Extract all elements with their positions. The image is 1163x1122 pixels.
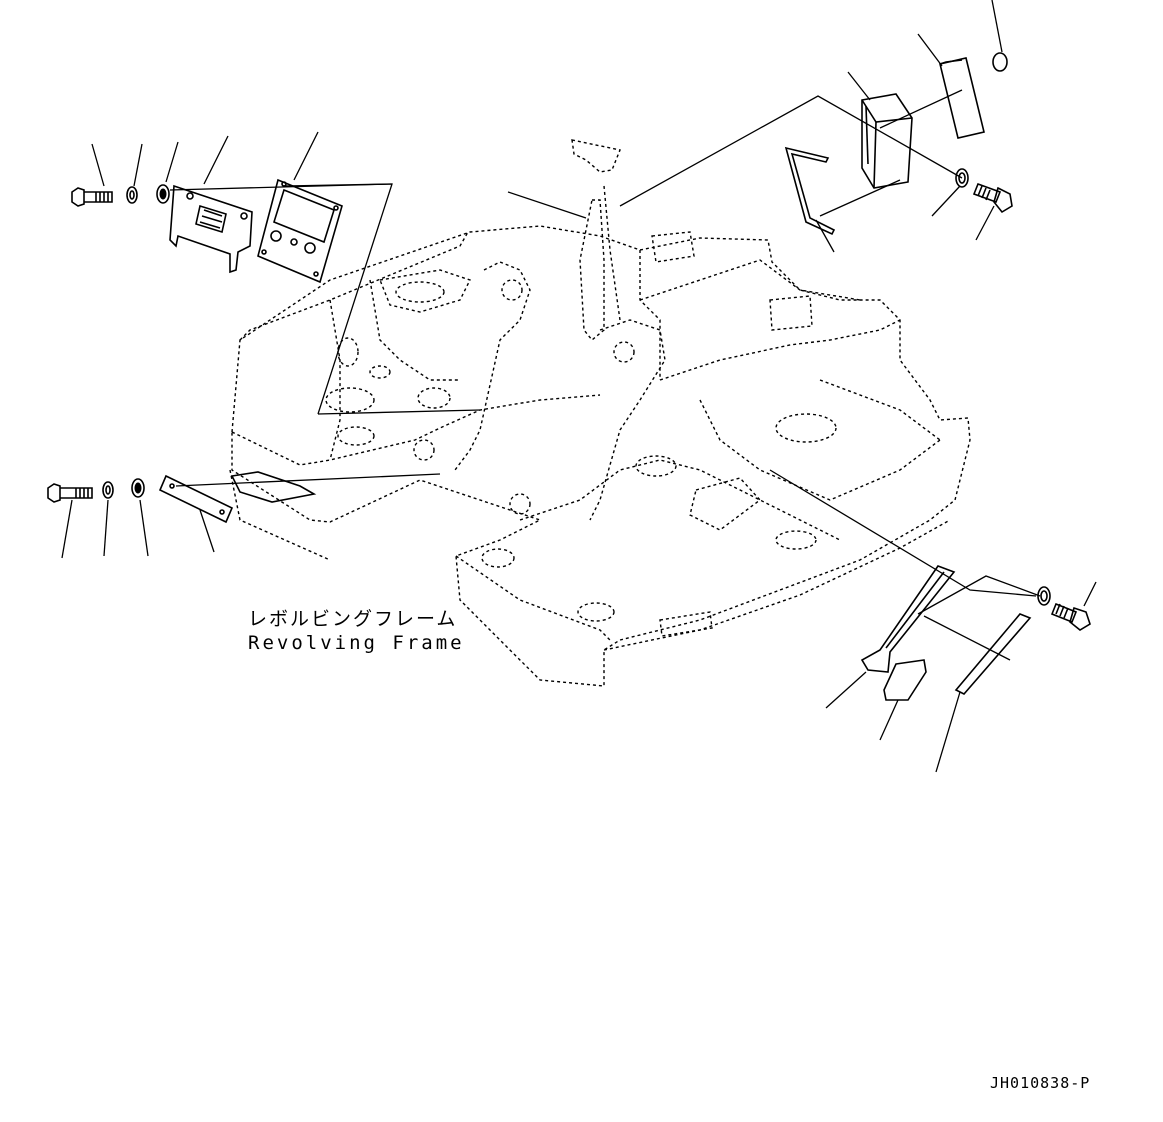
drawing-number: JH010838-P [990, 1074, 1091, 1092]
bolt-lower-right [1050, 602, 1091, 631]
leader-lines [61, 0, 1097, 773]
bolt-upper-right [972, 182, 1013, 214]
cover-plate-upper-left [169, 184, 253, 274]
pad-plate-upper-right [939, 57, 985, 139]
step-bracket-left [230, 471, 317, 503]
block-lower-right [883, 659, 927, 701]
washer-upper-left [156, 184, 170, 204]
cap-upper-right [992, 52, 1008, 72]
rod-lower-right [954, 613, 1032, 695]
lock-washer-lower-left [102, 481, 114, 499]
cover-rail-lower-right [860, 565, 956, 673]
washer-lower-right [1037, 586, 1051, 606]
box-cover-upper-right [861, 93, 913, 189]
washer-lower-left [131, 478, 145, 498]
gasket-plate-upper-left [257, 178, 343, 284]
bolt-upper-left [71, 187, 113, 207]
strip-plate-lower-left [158, 474, 234, 524]
seal-strip-upper-right [784, 146, 836, 236]
bolt-lower-left [47, 483, 93, 503]
frame-title-english: Revolving Frame [248, 632, 465, 654]
frame-title-japanese: レボルビングフレーム [248, 608, 458, 630]
lock-washer-upper-left [126, 186, 138, 204]
washer-upper-right [955, 168, 969, 188]
